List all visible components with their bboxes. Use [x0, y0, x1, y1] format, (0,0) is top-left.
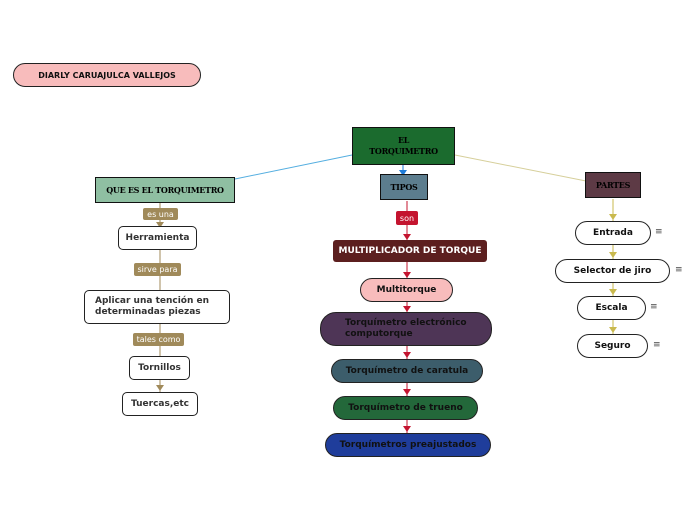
- link-label-son: son: [396, 211, 418, 225]
- left-branch-title[interactable]: QUE ES EL TORQUIMETRO: [95, 177, 235, 203]
- node-torquimetros-preajustados[interactable]: Torquímetros preajustados: [325, 433, 491, 457]
- link-label-sirve-para: sirve para: [134, 263, 181, 276]
- node-entrada[interactable]: Entrada: [575, 221, 651, 245]
- root-node[interactable]: EL TORQUIMETRO: [352, 127, 455, 165]
- node-torquimetro-electronico[interactable]: Torquímetro electrónico computorque: [320, 312, 492, 346]
- node-multitorque[interactable]: Multitorque: [360, 278, 453, 302]
- seguro-menu-icon[interactable]: ≡: [653, 340, 661, 350]
- node-multiplicador-de-torque[interactable]: MULTIPLICADOR DE TORQUE: [333, 240, 487, 262]
- entrada-menu-icon[interactable]: ≡: [655, 227, 663, 237]
- author-node[interactable]: DIARLY CARUAJULCA VALLEJOS: [13, 63, 201, 87]
- node-escala[interactable]: Escala: [577, 296, 646, 320]
- node-torquimetro-de-caratula[interactable]: Torquímetro de caratula: [331, 359, 483, 383]
- node-herramienta[interactable]: Herramienta: [118, 226, 197, 250]
- escala-menu-icon[interactable]: ≡: [650, 302, 658, 312]
- middle-branch-title[interactable]: TIPOS: [380, 174, 428, 200]
- right-branch-title[interactable]: PARTES: [585, 172, 641, 198]
- node-tuercas[interactable]: Tuercas,etc: [122, 392, 198, 416]
- selector-menu-icon[interactable]: ≡: [675, 265, 683, 275]
- link-label-tales-como: tales como: [133, 333, 184, 346]
- node-seguro[interactable]: Seguro: [577, 334, 648, 358]
- node-aplicar-tension[interactable]: Aplicar una tención en determinadas piez…: [84, 290, 230, 324]
- node-selector-de-jiro[interactable]: Selector de jiro: [555, 259, 670, 283]
- node-torquimetro-de-trueno[interactable]: Torquímetro de trueno: [333, 396, 478, 420]
- link-label-es-una: es una: [143, 208, 178, 220]
- node-tornillos[interactable]: Tornillos: [129, 356, 190, 380]
